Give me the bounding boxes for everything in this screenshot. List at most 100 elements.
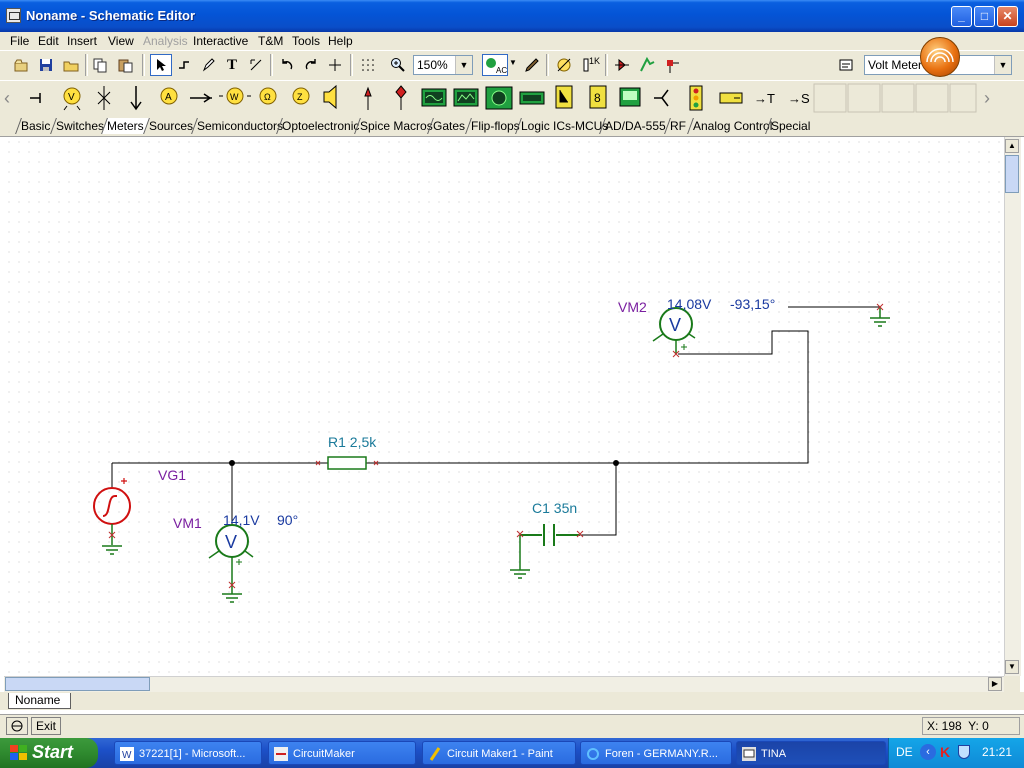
palette-bar-led-icon[interactable] — [719, 92, 743, 104]
palette-traffic-light-icon[interactable] — [689, 85, 703, 111]
save-icon[interactable] — [35, 54, 57, 76]
palette-impedance-meter-icon[interactable]: Z — [292, 87, 310, 105]
vertical-scrollbar[interactable] — [1004, 137, 1021, 676]
chevron-down-icon[interactable]: ▼ — [994, 56, 1011, 74]
tab-sources[interactable]: Sources — [143, 118, 199, 134]
menu-analysis[interactable]: Analysis — [143, 34, 188, 48]
document-tab-noname[interactable]: Noname — [8, 693, 72, 709]
menu-edit[interactable]: Edit — [38, 34, 59, 48]
toolbar-separator — [605, 54, 608, 76]
language-indicator[interactable]: DE — [896, 745, 913, 759]
app-icon[interactable] — [6, 8, 21, 23]
select-arrow-icon[interactable] — [150, 54, 172, 76]
horizontal-scrollbar[interactable] — [4, 676, 1004, 693]
title-bar[interactable] — [0, 0, 1024, 32]
svg-text:Z: Z — [297, 92, 303, 102]
palette-digit-display-icon[interactable]: 8 — [589, 85, 607, 109]
start-button[interactable]: Start — [0, 738, 98, 768]
menu-view[interactable]: View — [108, 34, 134, 48]
copy-icon[interactable] — [89, 54, 111, 76]
palette-ground-icon[interactable] — [30, 93, 41, 103]
palette-probe-red-icon[interactable] — [364, 86, 372, 110]
palette-oscilloscope-icon[interactable] — [421, 88, 447, 107]
zoom-icon[interactable] — [387, 54, 409, 76]
tray-back-icon[interactable]: ‹ — [920, 744, 936, 760]
palette-ammeter-icon[interactable]: A — [160, 87, 178, 105]
exit-icon[interactable] — [6, 717, 28, 735]
task-circuitmaker[interactable]: CircuitMaker — [268, 741, 416, 765]
task-word-document[interactable]: W 37221[1] - Microsoft... — [114, 741, 262, 765]
task-browser[interactable]: Foren - GERMANY.R... — [580, 741, 732, 765]
redo-icon[interactable] — [300, 54, 322, 76]
palette-probe-diamond-icon[interactable] — [395, 85, 407, 110]
palette-wattmeter-icon[interactable]: W — [219, 87, 251, 105]
vertical-scroll-thumb[interactable] — [1005, 155, 1019, 193]
tab-semiconductors[interactable]: Semiconductors — [191, 118, 289, 134]
palette-scroll-right-icon[interactable]: › — [984, 88, 990, 108]
pen-icon[interactable] — [197, 54, 219, 76]
palette-speaker-icon[interactable] — [323, 84, 337, 110]
palette-lcd-icon[interactable] — [619, 87, 641, 107]
scroll-right-icon[interactable]: ▶ — [988, 677, 1002, 691]
task-paint[interactable]: Circuit Maker1 - Paint — [422, 741, 576, 765]
menu-tools[interactable]: Tools — [292, 34, 321, 48]
crosshair-icon[interactable] — [324, 54, 346, 76]
ac-dropdown-arrow-icon[interactable]: ▼ — [509, 58, 517, 67]
status-bar — [0, 714, 1024, 739]
palette-to-s-icon[interactable]: →S — [788, 91, 810, 106]
paste-icon[interactable] — [114, 54, 136, 76]
palette-arrow-down-icon[interactable] — [130, 86, 142, 111]
zoom-select[interactable]: 150%▼ — [413, 55, 473, 75]
chevron-down-icon[interactable]: ▼ — [455, 56, 472, 74]
palette-scroll-left-icon[interactable]: ‹ — [4, 88, 10, 108]
scroll-down-icon[interactable]: ▼ — [1005, 660, 1019, 674]
palette-network-analyzer-icon[interactable] — [485, 86, 513, 110]
tray-security-shield-icon[interactable] — [958, 745, 970, 759]
pin-tool-icon[interactable] — [661, 54, 683, 76]
palette-logic-display-icon[interactable] — [555, 85, 573, 109]
minimize-button[interactable]: _ — [951, 6, 972, 27]
tray-antivirus-icon[interactable]: K — [940, 744, 951, 760]
palette-switch-icon[interactable] — [97, 86, 111, 110]
new-file-icon[interactable] — [10, 54, 32, 76]
meter-probe-icon[interactable] — [553, 54, 575, 76]
wire-mode-icon[interactable] — [173, 54, 195, 76]
task-tina[interactable]: TINA — [736, 741, 886, 765]
menu-file[interactable]: File — [10, 34, 30, 48]
component-finder-icon[interactable] — [836, 54, 858, 76]
tab-optoelectronic[interactable]: Optoelectronic — [276, 118, 366, 134]
line-tool-icon[interactable] — [245, 54, 267, 76]
palette-current-arrow-icon[interactable] — [190, 93, 212, 103]
horizontal-scroll-thumb[interactable] — [5, 677, 150, 691]
maximize-button[interactable]: □ — [974, 6, 995, 27]
open-folder-icon[interactable] — [60, 54, 82, 76]
text-tool-icon[interactable]: T — [226, 56, 237, 73]
probe-pen-icon[interactable] — [521, 54, 543, 76]
scroll-up-icon[interactable]: ▲ — [1005, 139, 1019, 153]
schematic-canvas[interactable] — [4, 137, 1004, 676]
tab-meters[interactable]: Meters — [101, 118, 150, 134]
interactive-pointer-icon[interactable] — [636, 54, 658, 76]
close-button[interactable]: ✕ — [997, 6, 1018, 27]
palette-signal-analyzer-icon[interactable] — [453, 88, 479, 107]
grid-icon[interactable] — [357, 54, 379, 76]
menu-tm[interactable]: T&M — [258, 34, 284, 48]
palette-voltmeter-icon[interactable]: V — [63, 87, 81, 111]
menu-interactive[interactable]: Interactive — [193, 34, 249, 48]
palette-split-icon[interactable] — [654, 89, 669, 107]
svg-text:A: A — [165, 92, 172, 103]
tab-spice-macros[interactable]: Spice Macros — [354, 118, 439, 134]
palette-ohmmeter-icon[interactable]: Ω — [259, 87, 277, 105]
resistor-1k-icon[interactable]: 1K — [580, 54, 602, 76]
tab-special[interactable]: Special — [765, 118, 817, 134]
diode-fault-icon[interactable] — [611, 54, 633, 76]
tab-gates[interactable]: Gates — [427, 118, 471, 134]
menu-help[interactable]: Help — [328, 34, 353, 48]
menu-insert[interactable]: Insert — [67, 34, 98, 48]
undo-icon[interactable] — [276, 54, 298, 76]
exit-button[interactable]: Exit — [31, 717, 61, 735]
palette-to-t-icon[interactable]: →T — [754, 91, 775, 106]
palette-counter-icon[interactable] — [519, 91, 545, 105]
ac-analysis-button[interactable]: AC — [482, 54, 508, 76]
tab-ad-da-555[interactable]: AD/DA-555 — [599, 118, 672, 134]
